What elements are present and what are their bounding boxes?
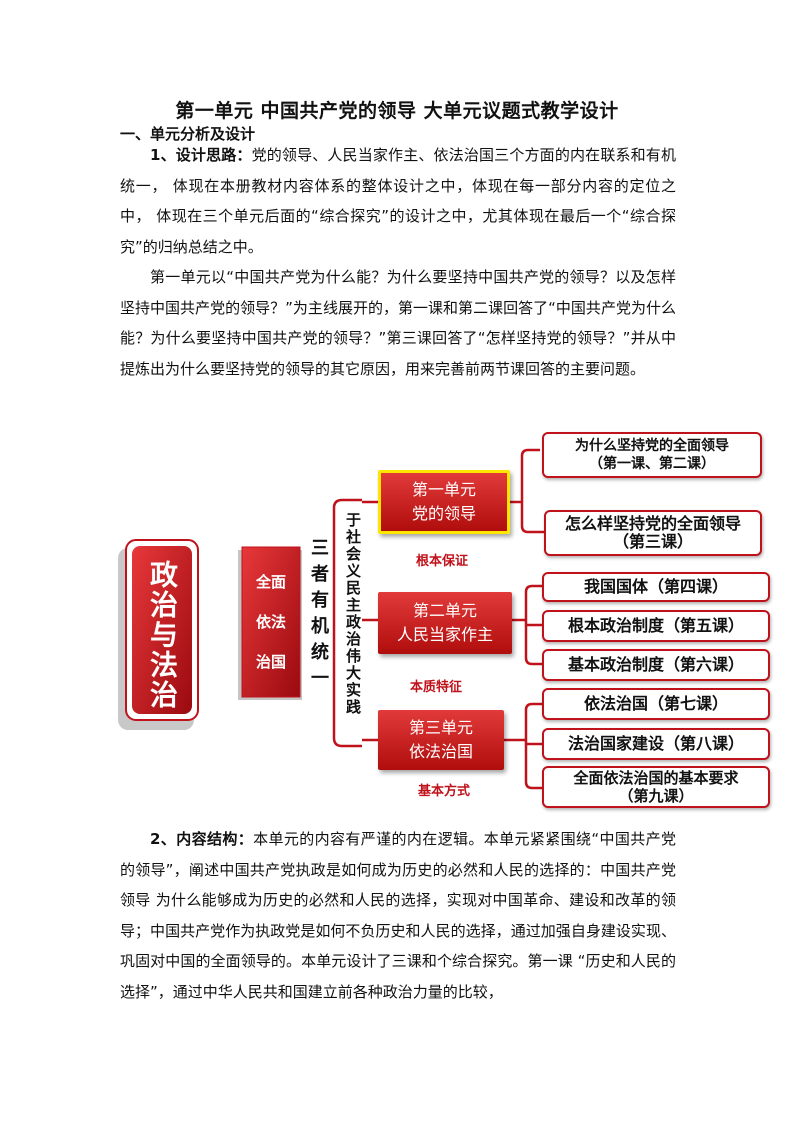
mid-line-1: 全面 — [255, 573, 286, 591]
unit-2-role: 本质特征 — [410, 680, 463, 695]
mid-line-3: 治国 — [255, 653, 286, 671]
unit-1-subject: 党的领导 — [411, 504, 476, 523]
lesson-6-line-1: 依法治国（第七课） — [583, 694, 728, 713]
unit-2-title: 第二单元 — [412, 601, 477, 620]
unit-1-title: 第一单元 — [411, 480, 476, 499]
lesson-box-3: 我国国体（第四课） — [542, 572, 770, 602]
lesson-1-line-1: 为什么坚持党的全面领导 — [575, 438, 729, 454]
lesson-8-line-2: （第九课） — [618, 787, 694, 805]
unit1-bracket — [520, 448, 544, 534]
practice-bracket — [332, 498, 362, 748]
unit-3-title: 第三单元 — [408, 718, 473, 737]
mid-block-fill — [241, 546, 301, 698]
mid-block: 全面 依法 治国 — [242, 547, 300, 697]
three-unity-label: 三者有机统一 — [308, 538, 329, 694]
unit3-bracket — [524, 702, 542, 790]
lesson-3-line-1: 我国国体（第四课） — [583, 577, 728, 596]
unit-3-subject: 依法治国 — [408, 742, 473, 761]
main-label: 政治与法治 — [146, 560, 179, 710]
lesson-box-5: 基本政治制度（第六课） — [542, 649, 770, 681]
lesson-box-7: 法治国家建设（第八课） — [542, 728, 770, 760]
lesson-4-line-1: 根本政治制度（第五课） — [567, 616, 744, 635]
lesson-8-line-1: 全面依法治国的基本要求 — [573, 769, 739, 787]
lesson-box-6: 依法治国（第七课） — [542, 688, 770, 720]
lesson-2-line-2: （第三课） — [612, 532, 693, 551]
mid-line-2: 依法 — [255, 613, 286, 631]
lesson-box-2: 怎么样坚持党的全面领导 （第三课） — [544, 510, 762, 556]
structure-diagram: 政治与法治 全面 依法 治国 三者有机统一 于社会义民主政治伟大实践 第一单元 … — [0, 420, 794, 810]
unit-1-box: 第一单元 党的领导 — [378, 470, 510, 534]
unit-3-box: 第三单元 依法治国 — [378, 710, 504, 770]
paragraph-label: 2、内容结构： — [150, 830, 254, 848]
practice-label: 于社会义民主政治伟大实践 — [344, 512, 362, 716]
lesson-box-4: 根本政治制度（第五课） — [542, 610, 770, 642]
lesson-7-line-1: 法治国家建设（第八课） — [567, 734, 744, 753]
document-title: 第一单元 中国共产党的领导 大单元议题式教学设计 — [175, 100, 619, 122]
paragraph-label: 1、设计思路： — [150, 146, 252, 164]
paragraph-text: 党的领导、人民当家作主、依法治国三个方面的内在联系和有机统一， 体现在本册教材内… — [120, 146, 676, 256]
connector-lines — [118, 448, 544, 790]
unit-3-role: 基本方式 — [418, 784, 471, 799]
main-block-fill — [132, 546, 192, 714]
paragraph-text: 本单元的内容有严谨的内在逻辑。本单元紧紧围绕“中国共产党的领导”，阐述中国共产党… — [120, 830, 676, 1001]
unit-1-role: 根本保证 — [416, 554, 469, 569]
paragraph-unit-mainline: 第一单元以“中国共产党为什么能？为什么要坚持中国共产党的领导？以及怎样坚持中国共… — [120, 268, 676, 378]
lesson-box-8: 全面依法治国的基本要求 （第九课） — [542, 766, 770, 808]
lesson-1-line-2: （第一课、第二课） — [589, 456, 715, 472]
lesson-2-line-1: 怎么样坚持党的全面领导 — [564, 514, 741, 533]
paragraph-design-idea: 1、设计思路：党的领导、人民当家作主、依法治国三个方面的内在联系和有机统一， 体… — [120, 140, 676, 262]
unit-2-subject: 人民当家作主 — [396, 625, 493, 644]
unit-2-box: 第二单元 人民当家作主 — [378, 592, 512, 654]
section-heading: 一、单元分析及设计 — [120, 125, 256, 143]
paragraph-content-structure: 2、内容结构：本单元的内容有严谨的内在逻辑。本单元紧紧围绕“中国共产党的领导”，… — [120, 824, 676, 1007]
lesson-5-line-1: 基本政治制度（第六课） — [567, 655, 744, 674]
lesson-box-1: 为什么坚持党的全面领导 （第一课、第二课） — [542, 432, 762, 478]
